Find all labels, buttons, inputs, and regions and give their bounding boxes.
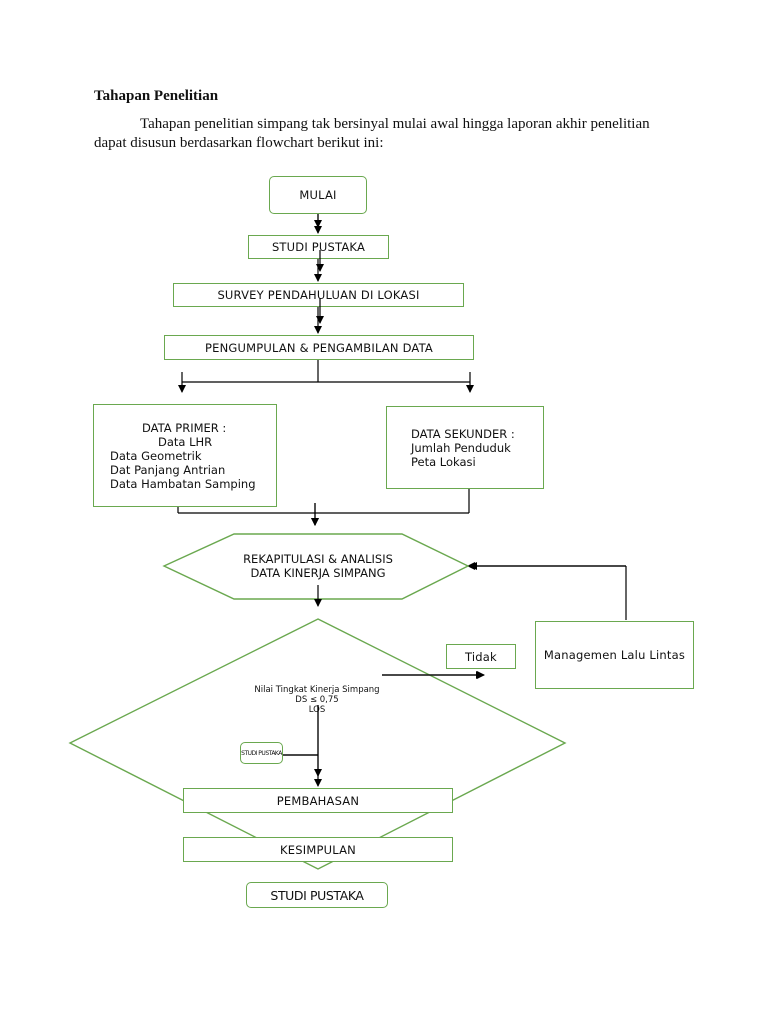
rekapitulasi-hexagon <box>162 533 470 600</box>
small-studi-pustaka-label: STUDI PUSTAKA <box>241 749 282 757</box>
data-primer-item: Dat Panjang Antrian <box>110 463 226 477</box>
decision-line: LOS <box>308 705 326 715</box>
data-primer-text: DATA PRIMER : Data LHR Data Geometrik Da… <box>110 421 270 491</box>
managemen-box: Managemen Lalu Lintas <box>535 621 694 689</box>
data-primer-item: Data LHR <box>158 435 213 449</box>
decision-text: Nilai Tingkat Kinerja Simpang DS ≤ 0,75 … <box>232 685 402 715</box>
page-heading: Tahapan Penelitian <box>94 88 219 104</box>
kesimpulan-label: KESIMPULAN <box>280 842 356 857</box>
survey-label: SURVEY PENDAHULUAN DI LOKASI <box>217 288 420 302</box>
pembahasan-label: PEMBAHASAN <box>276 793 360 808</box>
data-sekunder-box <box>386 406 544 489</box>
tidak-box: Tidak <box>446 644 516 669</box>
end-box: STUDI PUSTAKA <box>246 882 388 908</box>
data-sekunder-item: Peta Lokasi <box>411 455 476 469</box>
data-primer-item: Data Geometrik <box>110 449 202 463</box>
intro-paragraph: Tahapan penelitian simpang tak bersinyal… <box>94 116 650 151</box>
data-sekunder-text: DATA SEKUNDER : Jumlah Penduduk Peta Lok… <box>411 427 541 469</box>
tidak-label: Tidak <box>465 649 497 664</box>
rekapitulasi-line: REKAPITULASI & ANALISIS <box>243 552 393 566</box>
pengumpulan-label: PENGUMPULAN & PENGAMBILAN DATA <box>204 340 434 355</box>
rekapitulasi-line: DATA KINERJA SIMPANG <box>250 566 386 580</box>
survey-box: SURVEY PENDAHULUAN DI LOKASI <box>173 283 464 307</box>
rekapitulasi-text: REKAPITULASI & ANALISIS DATA KINERJA SIM… <box>220 552 416 580</box>
start-label: MULAI <box>299 188 337 202</box>
decision-line: DS ≤ 0,75 <box>295 695 339 705</box>
studi-pustaka-label: STUDI PUSTAKA <box>271 240 366 254</box>
data-primer-box <box>93 404 277 507</box>
decision-diamond <box>68 618 567 870</box>
start-box: MULAI <box>269 176 367 214</box>
managemen-label: Managemen Lalu Lintas <box>543 648 686 662</box>
studi-pustaka-box: STUDI PUSTAKA <box>248 235 389 259</box>
pembahasan-box: PEMBAHASAN <box>183 788 453 813</box>
data-sekunder-item: Jumlah Penduduk <box>411 441 511 455</box>
pengumpulan-box: PENGUMPULAN & PENGAMBILAN DATA <box>164 335 474 360</box>
decision-line: Nilai Tingkat Kinerja Simpang <box>254 685 380 695</box>
data-primer-title: DATA PRIMER : <box>142 421 227 435</box>
data-sekunder-title: DATA SEKUNDER : <box>411 427 515 441</box>
small-studi-pustaka-box: STUDI PUSTAKA <box>240 742 283 764</box>
end-label: STUDI PUSTAKA <box>270 887 364 903</box>
data-primer-item: Data Hambatan Samping <box>110 477 256 491</box>
kesimpulan-box: KESIMPULAN <box>183 837 453 862</box>
